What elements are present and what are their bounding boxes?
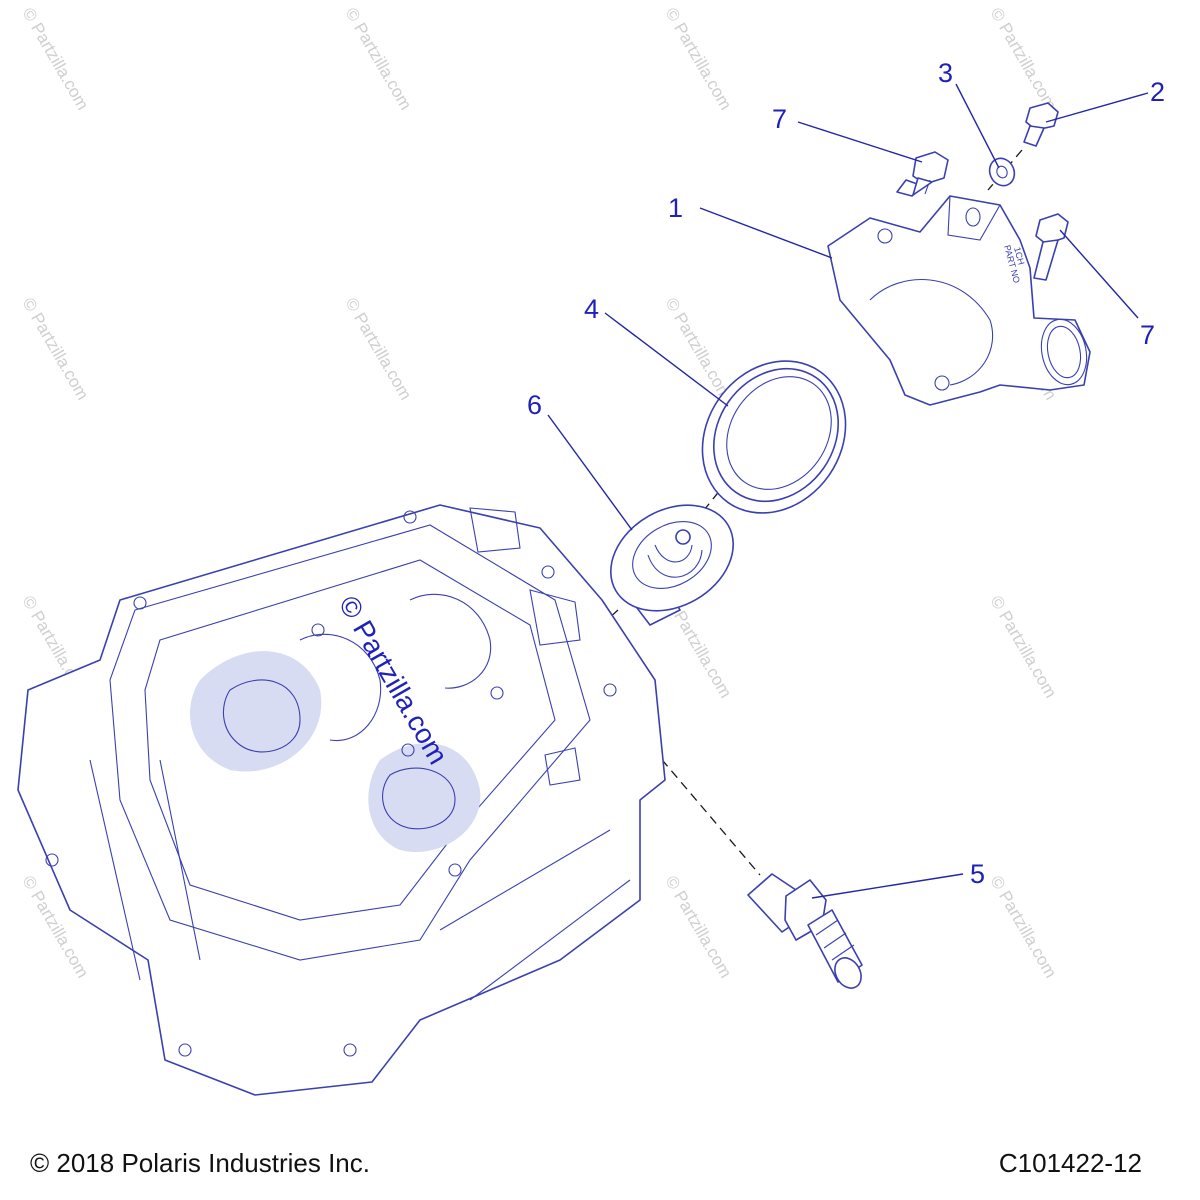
leader-lines	[547, 83, 1149, 899]
part-3-washer	[988, 157, 1016, 187]
cylinder-head	[17, 504, 666, 1096]
axis-line	[987, 149, 1023, 191]
watermark-text: © Partzilla.com	[987, 873, 1061, 982]
leader-line-2	[1045, 92, 1149, 123]
leader-line-7a	[797, 121, 923, 163]
callout-7-upper: 7	[772, 104, 787, 134]
part-7-bolt-right	[1033, 213, 1069, 281]
watermark-text: © Partzilla.com	[19, 5, 93, 114]
leader-line-7b	[1059, 229, 1139, 319]
callout-4: 4	[584, 294, 599, 324]
leader-line-5	[811, 873, 964, 899]
callout-5: 5	[970, 859, 985, 889]
watermark-text: © Partzilla.com	[662, 295, 736, 404]
leader-line-3	[955, 83, 1000, 169]
axis-line	[651, 747, 761, 876]
diagram-code: C101422-12	[998, 1148, 1142, 1178]
watermark-text: © Partzilla.com	[342, 5, 416, 114]
part-5-hose-fitting	[747, 873, 863, 989]
watermark-text: © Partzilla.com	[662, 873, 736, 982]
callout-6: 6	[527, 390, 542, 420]
callout-1: 1	[668, 193, 683, 223]
watermark-text: © Partzilla.com	[19, 295, 93, 404]
callout-2: 2	[1150, 77, 1165, 107]
leader-line-4	[604, 312, 729, 407]
watermark-text: © Partzilla.com	[342, 295, 416, 404]
callouts: 1 2 3 4 5 6 7 7	[527, 58, 1165, 889]
callout-7-right: 7	[1140, 320, 1155, 350]
callout-3: 3	[938, 58, 953, 88]
watermark-text: © Partzilla.com	[662, 5, 736, 114]
leader-line-1	[699, 207, 833, 259]
part-1-thermostat-cover: PART NO 1CH	[827, 195, 1091, 406]
cover-marking-code: 1CH	[1012, 246, 1026, 266]
part-6-thermostat	[610, 504, 734, 626]
part-7-bolt-upper	[896, 151, 949, 197]
watermark-text: © Partzilla.com	[987, 5, 1061, 114]
part-4-seal-ring	[701, 360, 847, 514]
watermark-text: © Partzilla.com	[987, 593, 1061, 702]
copyright-text: © 2018 Polaris Industries Inc.	[30, 1148, 370, 1178]
leader-line-6	[547, 414, 633, 531]
part-2-screw	[1023, 102, 1059, 147]
